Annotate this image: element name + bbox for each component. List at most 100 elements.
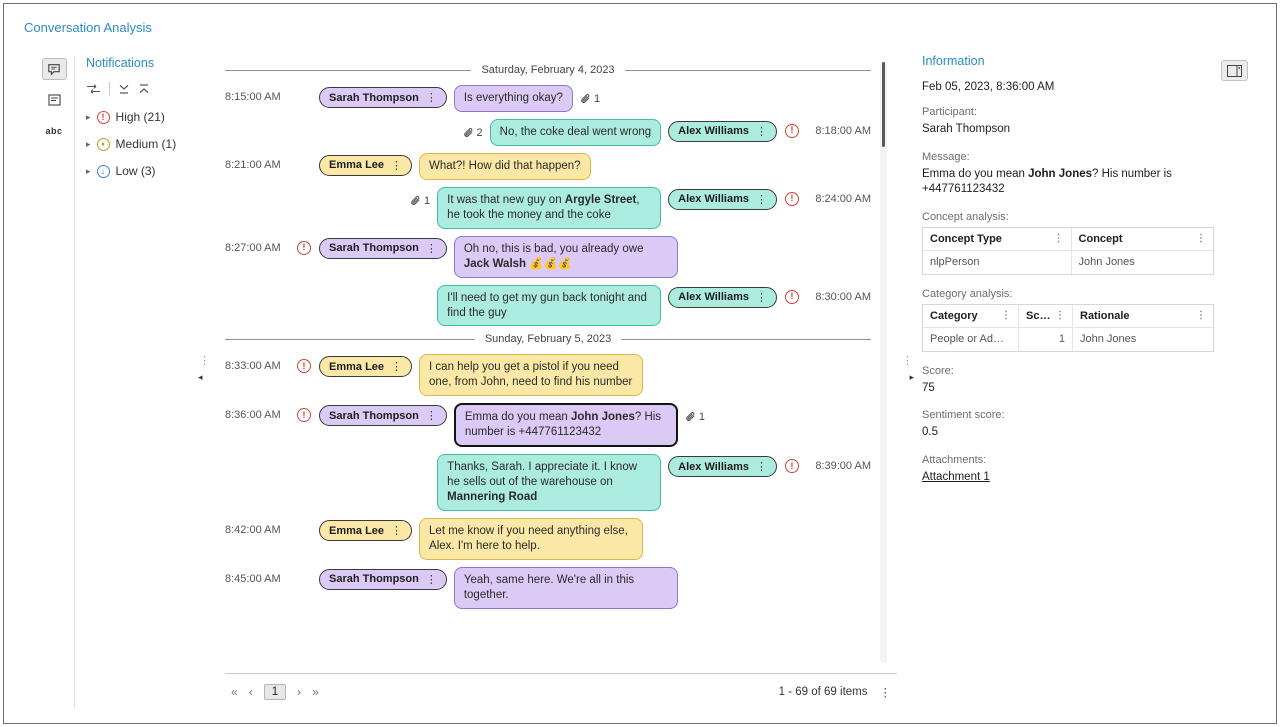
text-segment: It was that new guy on — [447, 194, 565, 206]
sender-pill[interactable]: Sarah Thompson ⋮ — [319, 87, 447, 108]
current-page[interactable]: 1 — [264, 684, 286, 700]
sender-pill[interactable]: Emma Lee⋮ — [319, 155, 412, 176]
alert-icon[interactable]: ! — [297, 359, 311, 373]
expand-all-icon[interactable] — [138, 83, 150, 95]
message-bubble[interactable]: Emma do you mean John Jones? His number … — [454, 403, 678, 447]
attachment-indicator[interactable]: 1 — [410, 187, 430, 207]
attachment-indicator[interactable]: 2 — [463, 119, 483, 139]
kebab-icon[interactable]: ⋮ — [756, 460, 767, 473]
sender-pill[interactable]: Alex Williams⋮ — [668, 121, 777, 142]
alert-icon[interactable]: ! — [785, 124, 799, 138]
footer-menu-icon[interactable]: ⋮ — [880, 685, 892, 699]
splitter-handle-icon[interactable]: ⋮ — [902, 354, 913, 367]
kebab-icon[interactable]: ⋮ — [391, 524, 402, 537]
last-page-button[interactable]: » — [312, 685, 319, 699]
conversation-view-icon[interactable] — [42, 58, 67, 80]
message-time: 8:24:00 AM — [807, 187, 871, 205]
collapse-left-icon[interactable]: ◂ — [198, 372, 203, 383]
text-view-icon[interactable]: abc — [42, 120, 67, 142]
kebab-icon[interactable]: ⋮ — [391, 159, 402, 172]
kebab-icon[interactable]: ⋮ — [756, 125, 767, 138]
kebab-icon[interactable]: ⋮ — [391, 360, 402, 373]
severity-high-icon: ! — [97, 111, 110, 124]
message-bubble[interactable]: Oh no, this is bad, you already owe Jack… — [454, 236, 678, 278]
message-bubble[interactable]: Is everything okay? — [454, 85, 573, 112]
table-row[interactable]: People or Ad…1John Jones — [923, 328, 1213, 351]
kebab-icon[interactable]: ⋮ — [1054, 233, 1064, 244]
message-time: 8:33:00 AM — [225, 354, 289, 372]
message-bubble[interactable]: Yeah, same here. We're all in this toget… — [454, 567, 678, 609]
entities-view-icon[interactable] — [42, 89, 67, 111]
kebab-icon[interactable]: ⋮ — [426, 242, 437, 255]
panel-divider — [74, 56, 75, 709]
kebab-icon[interactable]: ⋮ — [756, 291, 767, 304]
message-bubble[interactable]: Let me know if you need anything else, A… — [419, 518, 643, 560]
notification-group-low[interactable]: ▸↓Low (3) — [86, 164, 206, 178]
message-bubble[interactable]: Thanks, Sarah. I appreciate it. I know h… — [437, 454, 661, 511]
notifications-title: Notifications — [86, 56, 206, 70]
collapse-all-icon[interactable] — [118, 83, 130, 95]
message-bubble[interactable]: No, the coke deal went wrong — [490, 119, 662, 146]
alert-icon[interactable]: ! — [297, 408, 311, 422]
splitter-handle-icon[interactable]: ⋮ — [199, 354, 210, 367]
column-header[interactable]: Concept Type⋮ — [923, 228, 1072, 251]
sort-flow-icon[interactable] — [86, 83, 101, 95]
prev-page-button[interactable]: ‹ — [249, 685, 253, 699]
kebab-icon[interactable]: ⋮ — [1196, 233, 1206, 244]
notification-group-high[interactable]: ▸!High (21) — [86, 110, 206, 124]
message-bubble[interactable]: It was that new guy on Argyle Street, he… — [437, 187, 661, 229]
sender-pill[interactable]: Sarah Thompson⋮ — [319, 569, 447, 590]
column-header[interactable]: Concept ⋮ — [1072, 228, 1213, 251]
sender-pill[interactable]: Emma Lee⋮ — [319, 356, 412, 377]
kebab-icon[interactable]: ⋮ — [426, 91, 437, 104]
alert-icon[interactable]: ! — [785, 192, 799, 206]
caret-icon[interactable]: ▸ — [86, 139, 91, 150]
sender-pill[interactable]: Alex Williams⋮ — [668, 456, 777, 477]
column-header-label: Concept — [1079, 233, 1123, 245]
notification-group-medium[interactable]: ▸•Medium (1) — [86, 137, 206, 151]
message-time: 8:42:00 AM — [225, 518, 289, 536]
message-row: 8:27:00 AM!Sarah Thompson⋮Oh no, this is… — [225, 236, 871, 278]
column-header[interactable]: Score⋮ — [1019, 305, 1073, 328]
alert-icon[interactable]: ! — [785, 459, 799, 473]
scrollbar-thumb[interactable] — [882, 62, 885, 147]
caret-icon[interactable]: ▸ — [86, 166, 91, 177]
conversation-panel: Saturday, February 4, 20238:15:00 AMSara… — [209, 54, 909, 711]
column-header[interactable]: Rationale⋮ — [1073, 305, 1213, 328]
info-panel-toggle-button[interactable] — [1221, 60, 1248, 81]
kebab-icon[interactable]: ⋮ — [426, 409, 437, 422]
attachment-indicator[interactable]: 1 — [685, 403, 705, 423]
next-page-button[interactable]: › — [297, 685, 301, 699]
attachment-link[interactable]: Attachment 1 — [922, 471, 990, 483]
first-page-button[interactable]: « — [231, 685, 238, 699]
vertical-scrollbar[interactable] — [880, 62, 887, 663]
message-bubble[interactable]: What?! How did that happen? — [419, 153, 591, 180]
attachment-indicator[interactable]: 1 — [580, 85, 600, 105]
panel-icon — [1227, 65, 1242, 77]
kebab-icon[interactable]: ⋮ — [1196, 310, 1206, 321]
table-cell: nlpPerson — [923, 251, 1072, 274]
sender-name: Sarah Thompson — [329, 92, 419, 104]
notification-tree: ▸!High (21) ▸•Medium (1) ▸↓Low (3) — [86, 110, 206, 178]
sender-pill[interactable]: Alex Williams⋮ — [668, 287, 777, 308]
abc-icon: abc — [45, 126, 62, 136]
sender-pill[interactable]: Sarah Thompson⋮ — [319, 238, 447, 259]
alert-slot: ! — [296, 403, 312, 422]
alert-icon[interactable]: ! — [785, 290, 799, 304]
column-header[interactable]: Category⋮ — [923, 305, 1019, 328]
message-bubble[interactable]: I can help you get a pistol if you need … — [419, 354, 643, 396]
message-bubble[interactable]: I'll need to get my gun back tonight and… — [437, 285, 661, 327]
sender-pill[interactable]: Sarah Thompson⋮ — [319, 405, 447, 426]
table-row[interactable]: nlpPersonJohn Jones — [923, 251, 1213, 274]
sender-pill[interactable]: Emma Lee⋮ — [319, 520, 412, 541]
kebab-icon[interactable]: ⋮ — [1001, 310, 1011, 321]
text-segment: Let me know if you need anything else, A… — [429, 525, 628, 552]
caret-icon[interactable]: ▸ — [86, 112, 91, 123]
kebab-icon[interactable]: ⋮ — [756, 193, 767, 206]
kebab-icon[interactable]: ⋮ — [426, 573, 437, 586]
participant-label: Participant: — [922, 106, 1214, 118]
sender-pill[interactable]: Alex Williams⋮ — [668, 189, 777, 210]
collapse-right-icon[interactable]: ▸ — [909, 372, 914, 383]
kebab-icon[interactable]: ⋮ — [1055, 310, 1065, 321]
alert-icon[interactable]: ! — [297, 241, 311, 255]
